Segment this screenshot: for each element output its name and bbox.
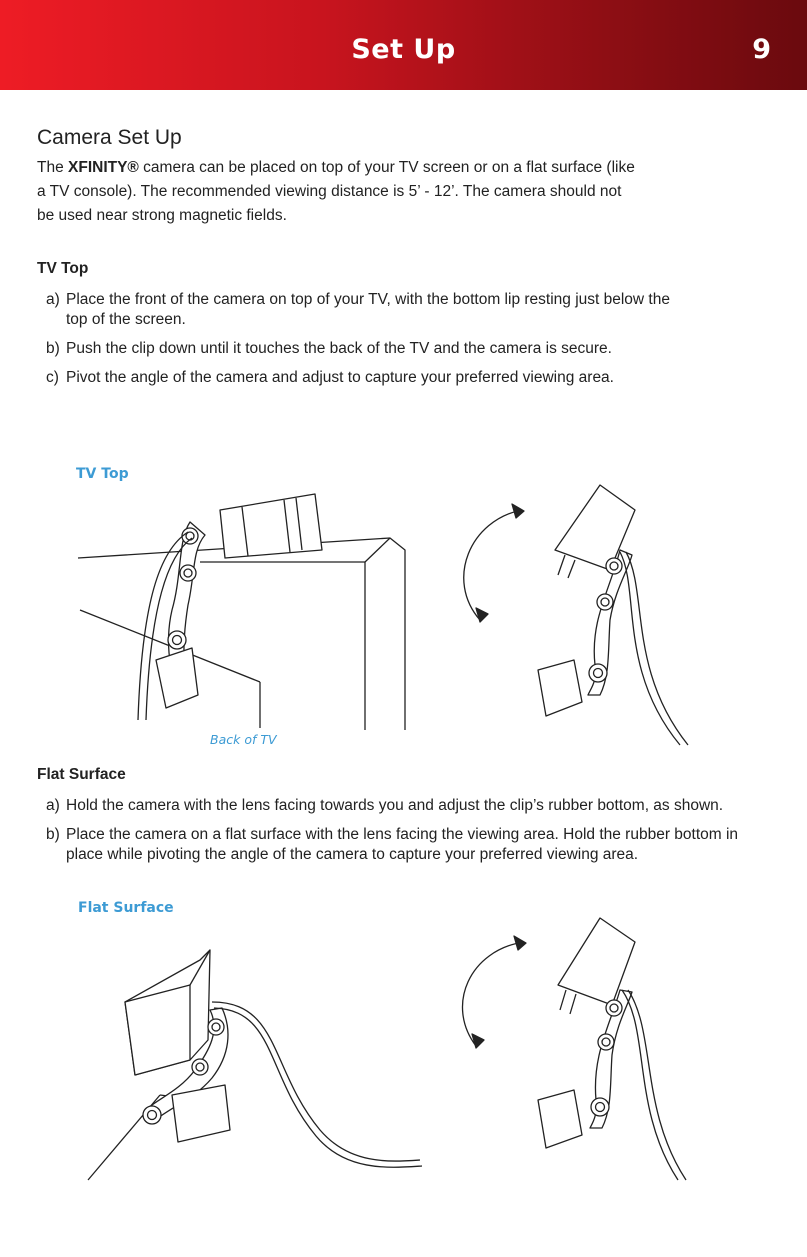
- step-letter: b): [46, 826, 60, 843]
- step-text: Place the camera on a flat surface with …: [66, 826, 739, 863]
- step-letter: c): [46, 369, 59, 386]
- list-item: b) Push the clip down until it touches th…: [46, 339, 686, 359]
- brand-name: XFINITY®: [68, 159, 139, 176]
- list-item: c) Pivot the angle of the camera and adju…: [46, 368, 686, 388]
- flat-surface-pivot-illustration: [461, 917, 687, 1181]
- list-item: b) Place the camera on a flat surface wit…: [46, 825, 776, 865]
- camera-body: [219, 493, 323, 559]
- page-header: Set Up 9: [0, 0, 807, 90]
- tv-top-heading: TV Top: [37, 260, 89, 277]
- rubber-foot: [537, 1089, 583, 1149]
- step-text: Hold the camera with the lens facing tow…: [66, 797, 724, 814]
- pivot-arrow: [461, 941, 525, 1047]
- rubber-foot: [171, 1084, 231, 1143]
- tv-top-pivot-illustration: [463, 484, 689, 746]
- tv-top-figure-label: TV Top: [76, 466, 129, 482]
- step-letter: a): [46, 797, 60, 814]
- step-text: Push the clip down until it touches the …: [66, 340, 612, 357]
- tv-outline: [77, 537, 406, 730]
- flat-surface-heading: Flat Surface: [37, 766, 126, 783]
- flat-surface-steps: a) Hold the camera with the lens facing t…: [46, 796, 776, 874]
- rubber-foot: [155, 647, 199, 709]
- step-letter: b): [46, 340, 60, 357]
- intro-paragraph: The XFINITY® camera can be placed on top…: [37, 156, 637, 228]
- flat-surface-illustration: [87, 949, 423, 1181]
- step-text: Pivot the angle of the camera and adjust…: [66, 369, 614, 386]
- step-text: Place the front of the camera on top of …: [66, 291, 670, 328]
- page-number: 9: [752, 34, 771, 65]
- list-item: a) Place the front of the camera on top o…: [46, 290, 686, 330]
- tv-top-steps: a) Place the front of the camera on top o…: [46, 290, 686, 397]
- flat-surface-figure-label: Flat Surface: [78, 900, 174, 916]
- clip-arm: [587, 549, 633, 696]
- step-letter: a): [46, 291, 60, 308]
- intro-pre: The: [37, 159, 69, 176]
- rubber-foot: [537, 659, 583, 717]
- page-title: Set Up: [351, 34, 456, 65]
- back-of-tv-callout: Back of TV: [210, 732, 277, 747]
- intro-rest: camera can be placed on top of your TV s…: [37, 159, 635, 224]
- tv-top-illustration: [77, 493, 406, 730]
- list-item: a) Hold the camera with the lens facing t…: [46, 796, 776, 816]
- section-title: Camera Set Up: [37, 126, 182, 149]
- pivot-arrow: [463, 509, 523, 621]
- clip-arm: [589, 989, 633, 1129]
